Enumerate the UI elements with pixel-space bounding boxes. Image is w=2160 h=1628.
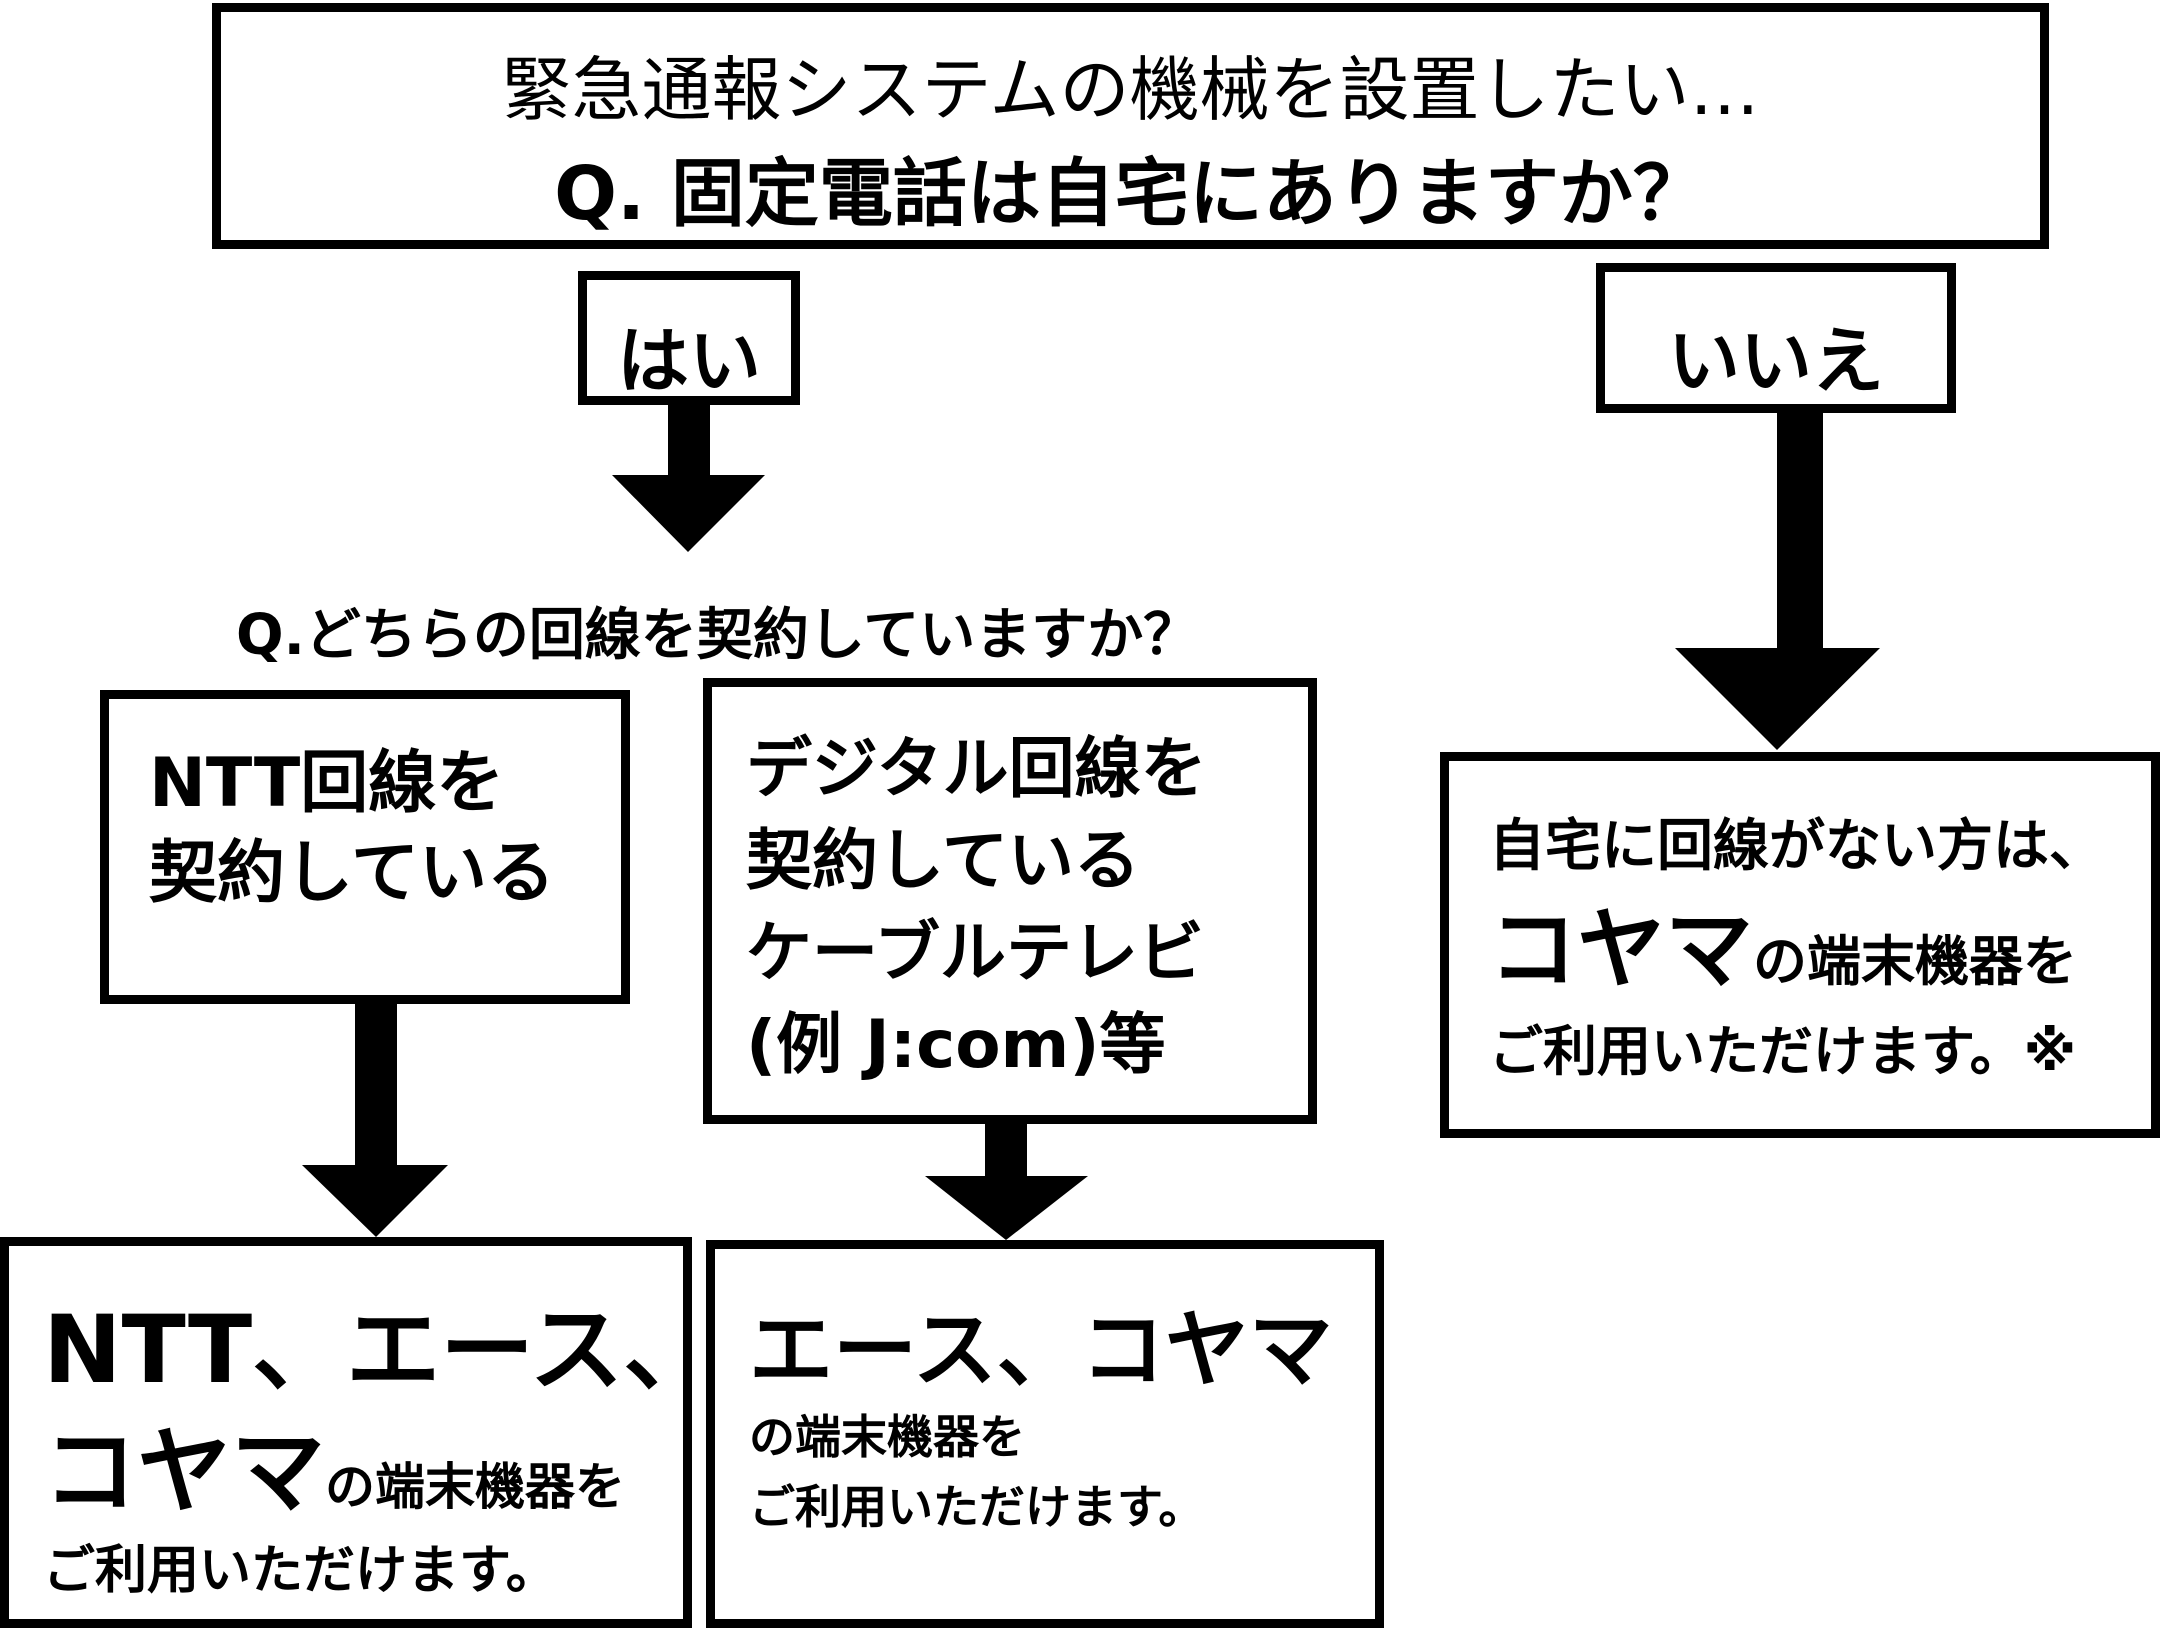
digital-result-text-1: エース、コヤマ xyxy=(749,1301,1333,1399)
brand-name: コヤマ xyxy=(1489,898,1754,1001)
digital-result-text-3: ご利用いただけます。 xyxy=(749,1480,1205,1534)
digital-line-text-3: ケーブルテレビ xyxy=(746,914,1205,991)
top-question-intro: 緊急通報システムの機械を設置したい… xyxy=(501,49,1760,131)
yes-arrow-head xyxy=(612,475,765,552)
ntt-arrow-head xyxy=(302,1165,448,1237)
yes-answer-box: はい xyxy=(578,271,800,405)
top-question-text: Q. 固定電話は自宅にありますか？ xyxy=(554,151,1707,237)
ntt-line-box: NTT回線を 契約している xyxy=(100,690,630,1004)
brand-name: コヤマ xyxy=(43,1418,326,1527)
digital-line-text-4: (例 J:com)等 xyxy=(746,1006,1166,1083)
ntt-result-text-2: コヤマの端末機器を xyxy=(43,1396,625,1532)
digital-result-box: エース、コヤマ の端末機器を ご利用いただけます。 xyxy=(706,1240,1384,1628)
digital-arrow-head xyxy=(925,1176,1088,1240)
ntt-result-text-1: NTT、エース、 xyxy=(43,1296,718,1405)
ntt-line-text-2: 契約している xyxy=(149,834,555,913)
digital-result-text-2: の端末機器を xyxy=(749,1410,1025,1464)
yes-answer-label: はい xyxy=(616,319,761,403)
no-arrow-head xyxy=(1675,648,1880,750)
no-answer-label: いいえ xyxy=(1667,319,1884,403)
ntt-arrow-shaft xyxy=(355,1004,397,1169)
no-line-text-2-rest: の端末機器を xyxy=(1753,930,2078,993)
ntt-line-text-1: NTT回線を xyxy=(149,744,505,823)
no-line-text-3: ご利用いただけます。※ xyxy=(1489,1020,2077,1083)
top-question-box: 緊急通報システムの機械を設置したい… Q. 固定電話は自宅にありますか？ xyxy=(212,3,2049,249)
no-answer-box: いいえ xyxy=(1596,263,1956,413)
ntt-result-box: NTT、エース、 コヤマの端末機器を ご利用いただけます。 xyxy=(0,1237,717,1628)
no-line-text-1: 自宅に回線がない方は、 xyxy=(1489,814,2105,879)
no-line-text-2: コヤマの端末機器を xyxy=(1489,879,2077,1006)
no-line-box: 自宅に回線がない方は、 コヤマの端末機器を ご利用いただけます。※ xyxy=(1440,752,2160,1138)
yes-arrow-shaft xyxy=(668,405,710,480)
digital-arrow-shaft xyxy=(985,1124,1027,1180)
no-arrow-shaft xyxy=(1777,412,1823,652)
digital-line-box: デジタル回線を 契約している ケーブルテレビ (例 J:com)等 xyxy=(703,678,1317,1124)
digital-line-text-1: デジタル回線を xyxy=(746,730,1207,807)
second-question: Q.どちらの回線を契約していますか？ xyxy=(236,603,1200,668)
digital-line-text-2: 契約している xyxy=(746,822,1141,899)
ntt-result-text-3: ご利用いただけます。 xyxy=(43,1541,558,1601)
ntt-result-text-2-rest: の端末機器を xyxy=(325,1458,626,1516)
